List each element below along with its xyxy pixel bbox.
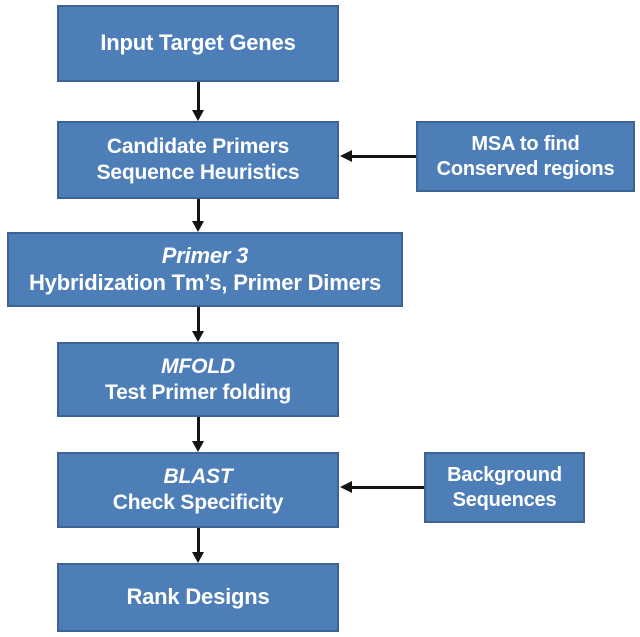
node-line-title: Primer 3 <box>161 242 249 268</box>
node-line: Sequence Heuristics <box>96 161 300 184</box>
arrow-shaft <box>197 528 200 552</box>
arrowhead-down-icon <box>192 331 204 342</box>
node-line-title: MFOLD <box>161 354 235 378</box>
arrow-shaft <box>350 486 424 489</box>
node-line: Rank Designs <box>126 584 270 610</box>
arrowhead-down-icon <box>192 552 204 563</box>
node-input-target-genes[interactable]: Input Target Genes <box>57 5 339 82</box>
arrow-shaft <box>197 82 200 110</box>
node-blast[interactable]: BLAST Check Specificity <box>57 452 339 528</box>
arrowhead-down-icon <box>192 110 204 121</box>
node-line-title: BLAST <box>163 465 233 489</box>
node-line: Hybridization Tm’s, Primer Dimers <box>28 269 382 295</box>
node-line: Check Specificity <box>112 491 284 514</box>
node-line: Candidate Primers <box>106 135 290 159</box>
node-line: Test Primer folding <box>105 380 291 404</box>
node-line: Input Target Genes <box>100 30 296 56</box>
arrow-shaft <box>197 199 200 221</box>
node-primer3[interactable]: Primer 3 Hybridization Tm’s, Primer Dime… <box>7 232 403 307</box>
node-rank-designs[interactable]: Rank Designs <box>57 563 339 632</box>
node-line: Background <box>447 464 562 487</box>
node-line: MSA to find <box>471 133 580 156</box>
arrowhead-down-icon <box>192 441 204 452</box>
node-mfold[interactable]: MFOLD Test Primer folding <box>57 342 339 417</box>
node-candidate-primers[interactable]: Candidate Primers Sequence Heuristics <box>57 121 339 199</box>
node-background-sequences[interactable]: Background Sequences <box>424 452 585 523</box>
node-line: Sequences <box>452 488 557 511</box>
node-line: Conserved regions <box>436 157 615 180</box>
arrow-shaft <box>197 417 200 441</box>
arrowhead-left-icon <box>340 481 352 493</box>
arrow-shaft <box>350 155 416 158</box>
arrow-shaft <box>197 307 200 331</box>
arrowhead-left-icon <box>340 150 352 162</box>
node-msa-conserved-regions[interactable]: MSA to find Conserved regions <box>416 121 635 192</box>
arrowhead-down-icon <box>192 221 204 232</box>
